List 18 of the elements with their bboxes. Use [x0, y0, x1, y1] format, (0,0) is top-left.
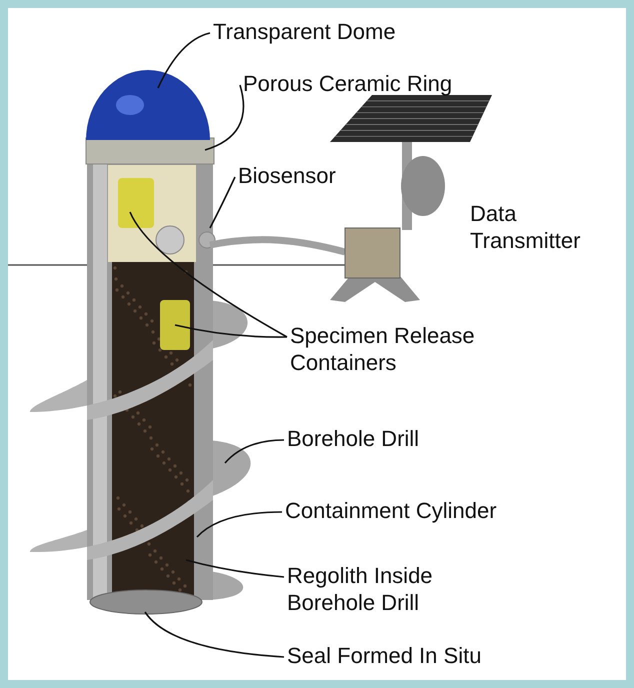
leader-line [209, 176, 236, 228]
leader-line [144, 612, 284, 658]
leader-line [224, 439, 284, 464]
leader-line [186, 559, 284, 578]
part-label: Specimen Release Containers [290, 322, 495, 376]
part-label: Borehole Drill [287, 425, 420, 452]
part-label: Regolith Inside Borehole Drill [287, 562, 492, 616]
leader-line [157, 32, 210, 88]
part-label: Transparent Dome [213, 18, 396, 45]
part-label: Data Transmitter [470, 200, 582, 254]
part-label: Biosensor [238, 162, 336, 189]
leader-line [196, 511, 282, 538]
part-label: Containment Cylinder [285, 497, 497, 524]
part-label: Seal Formed In Situ [287, 642, 482, 669]
part-label: Porous Ceramic Ring [243, 70, 452, 97]
leader-line [174, 324, 287, 338]
leader-line [129, 212, 288, 338]
leader-line [204, 84, 244, 151]
